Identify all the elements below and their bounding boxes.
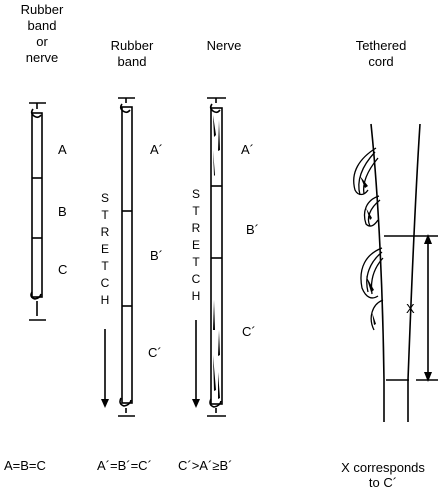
equation-rubber-band: A´=B´=C´ bbox=[97, 458, 152, 473]
equation-nerve: C´>A´≥B´ bbox=[178, 458, 233, 473]
nerve-shading bbox=[213, 115, 220, 399]
rubber-band-strand bbox=[118, 97, 135, 417]
dimension-label: X bbox=[406, 301, 415, 316]
segment-label-b: B bbox=[58, 204, 67, 219]
segment-label-a-prime: A´ bbox=[150, 142, 163, 157]
nerve-roots bbox=[353, 147, 384, 331]
segment-label-c-prime: C´ bbox=[242, 324, 256, 339]
segment-label-c: C bbox=[58, 262, 68, 277]
header-rubber-band: Rubber band bbox=[110, 38, 154, 69]
segment-label-b-prime: B´ bbox=[150, 248, 163, 263]
stretch-label: STRETCH bbox=[100, 191, 110, 307]
equation-unstretched: A=B=C bbox=[4, 458, 46, 473]
header-rubber-band-or-nerve: Rubber band or nerve bbox=[20, 2, 64, 65]
nerve-strand bbox=[207, 97, 226, 417]
unstretched-strand bbox=[29, 102, 46, 321]
segment-label-a: A bbox=[58, 142, 67, 157]
segment-label-c-prime: C´ bbox=[148, 345, 162, 360]
equation-tethered-cord: X corresponds to C´ bbox=[341, 460, 425, 490]
stretch-label: STRETCH bbox=[191, 187, 201, 303]
root-shading bbox=[360, 176, 376, 325]
segment-label-b-prime: B´ bbox=[246, 222, 259, 237]
header-tethered-cord: Tethered cord bbox=[355, 38, 407, 69]
header-nerve: Nerve bbox=[206, 38, 242, 53]
segment-label-a-prime: A´ bbox=[241, 142, 254, 157]
tethered-cord-drawing bbox=[370, 123, 438, 422]
stretch-arrowheads bbox=[101, 234, 432, 408]
